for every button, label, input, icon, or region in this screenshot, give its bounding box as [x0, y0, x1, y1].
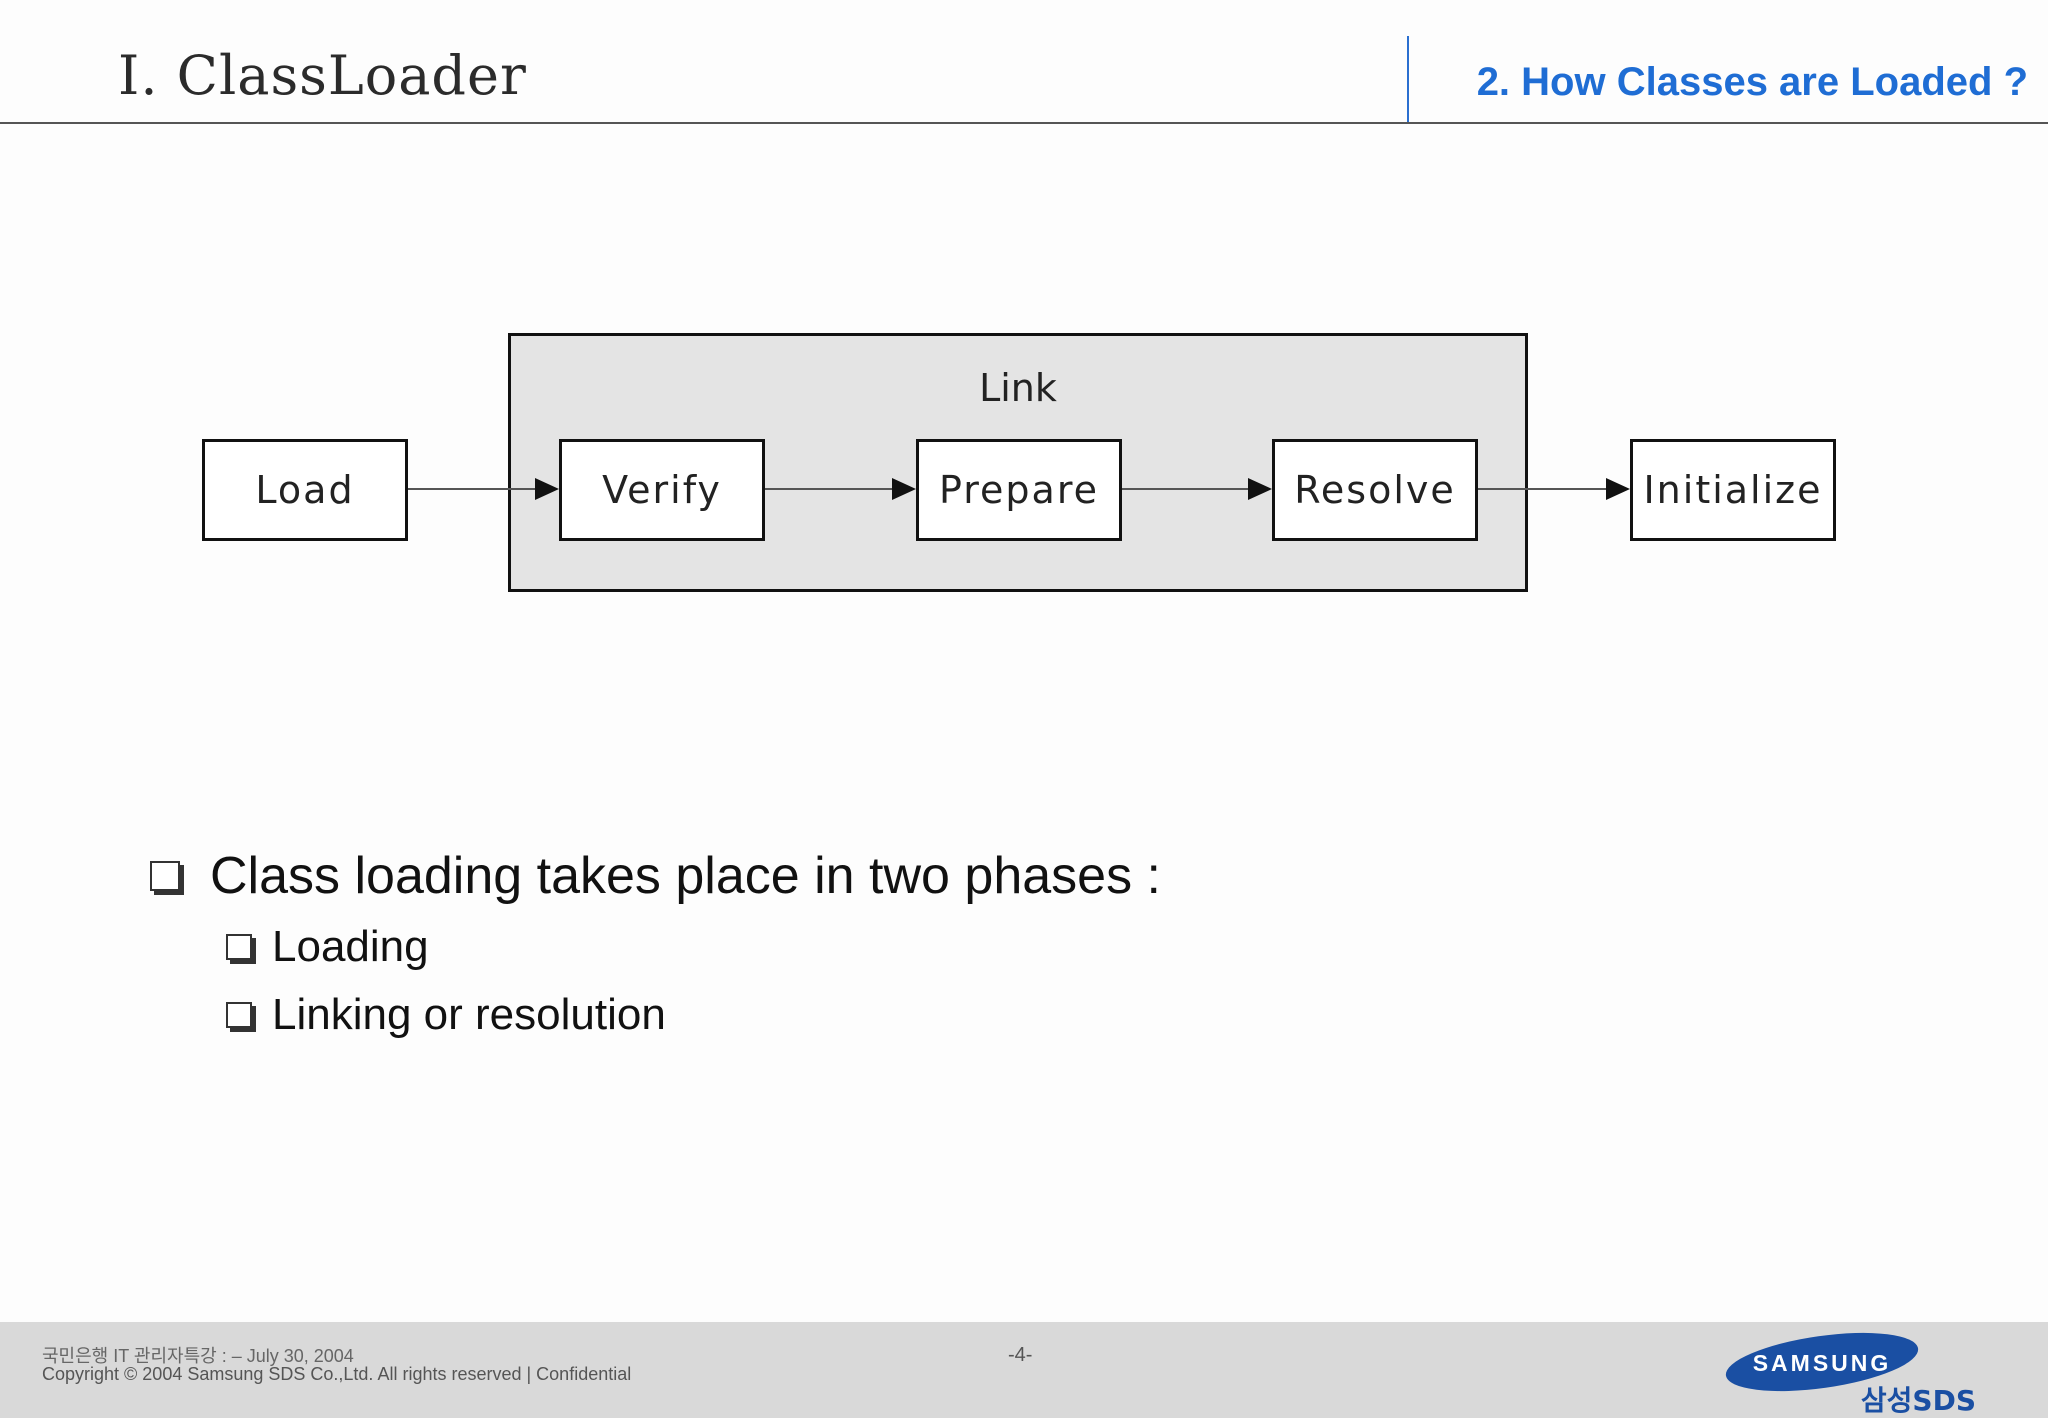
arrow-verify-prepare-head	[892, 478, 916, 500]
stage-prepare: Prepare	[916, 439, 1122, 541]
page-number: -4-	[1008, 1344, 1033, 1366]
bullet-main-text: Class loading takes place in two phases …	[210, 847, 1161, 905]
checkbox-bullet-icon	[226, 1002, 252, 1028]
checkbox-bullet-icon	[226, 934, 252, 960]
arrow-prepare-resolve-head	[1248, 478, 1272, 500]
logo-sub-text: 삼성SDS	[1861, 1384, 1976, 1414]
bullet-main: Class loading takes place in two phases …	[150, 846, 1161, 906]
arrow-load-verify-head	[535, 478, 559, 500]
bullet-sub-text: Loading	[272, 922, 429, 971]
slide-title: I. ClassLoader	[118, 44, 527, 107]
bullet-sub-linking: Linking or resolution	[226, 990, 666, 1040]
footer-event-line: 국민은행 IT 관리자특강 : – July 30, 2004	[42, 1346, 354, 1366]
bullet-sub-text: Linking or resolution	[272, 990, 666, 1039]
bullet-sub-loading: Loading	[226, 922, 429, 972]
arrow-prepare-resolve-line	[1122, 488, 1248, 490]
logo-brand-text: SAMSUNG	[1753, 1350, 1892, 1376]
stage-resolve: Resolve	[1272, 439, 1478, 541]
stage-verify: Verify	[559, 439, 765, 541]
arrow-verify-prepare-line	[765, 488, 892, 490]
checkbox-bullet-icon	[150, 861, 180, 891]
header-divider	[1407, 36, 1409, 122]
arrow-load-verify-line	[408, 488, 535, 490]
footer-bar: 국민은행 IT 관리자특강 : – July 30, 2004 Copyrigh…	[0, 1322, 2048, 1418]
section-title: 2. How Classes are Loaded ?	[1476, 60, 2028, 104]
stage-initialize: Initialize	[1630, 439, 1836, 541]
samsung-sds-logo: SAMSUNG 삼성SDS	[1725, 1332, 1976, 1414]
footer-copyright: Copyright © 2004 Samsung SDS Co.,Ltd. Al…	[42, 1364, 632, 1384]
stage-load: Load	[202, 439, 408, 541]
header-rule	[0, 122, 2048, 124]
arrow-resolve-initialize-head	[1606, 478, 1630, 500]
arrow-resolve-initialize-line	[1478, 488, 1606, 490]
link-phase-label: Link	[979, 366, 1057, 410]
